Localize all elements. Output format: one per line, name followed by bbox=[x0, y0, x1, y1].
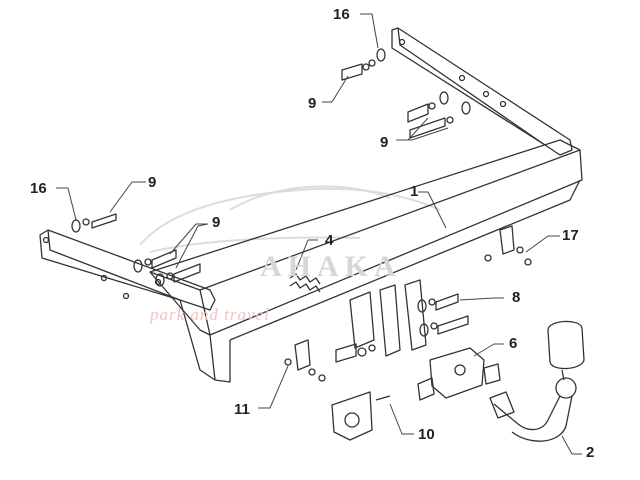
tow-ball-hitch bbox=[489, 320, 585, 442]
bolt-set-center bbox=[335, 293, 469, 363]
electrical-socket bbox=[417, 347, 501, 401]
callout-10: 10 bbox=[418, 426, 435, 443]
callout-8: 8 bbox=[512, 289, 521, 306]
bolt-set-right-top bbox=[341, 48, 471, 139]
nut-set-lower bbox=[284, 358, 326, 382]
callout-9-left: 9 bbox=[148, 174, 157, 191]
callout-9-top: 9 bbox=[308, 95, 317, 112]
callout-17: 17 bbox=[562, 227, 579, 244]
main-crossbar bbox=[39, 27, 583, 383]
callout-9-right: 9 bbox=[380, 134, 389, 151]
leader-lines bbox=[56, 13, 582, 455]
callout-16-top: 16 bbox=[333, 6, 350, 23]
nut-set-right bbox=[484, 246, 532, 266]
coil-spring bbox=[289, 273, 321, 293]
callout-2: 2 bbox=[586, 444, 595, 461]
callout-16-left: 16 bbox=[30, 180, 47, 197]
socket-bracket bbox=[331, 391, 391, 441]
callout-9-mid: 9 bbox=[212, 214, 221, 231]
watermark-car-logo bbox=[139, 185, 441, 253]
callout-4: 4 bbox=[325, 232, 334, 249]
callout-6: 6 bbox=[509, 335, 518, 352]
watermark-tagline: park and travel bbox=[150, 305, 270, 324]
bolt-set-left bbox=[71, 213, 201, 287]
callout-1: 1 bbox=[410, 183, 419, 200]
watermark-brand: AHAKA bbox=[260, 250, 402, 283]
callout-11: 11 bbox=[234, 401, 250, 418]
